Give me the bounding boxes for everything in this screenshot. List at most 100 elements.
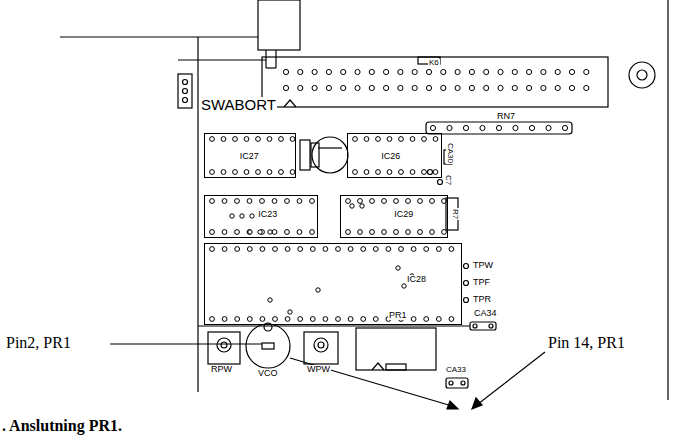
pin-pad: [373, 317, 378, 322]
pin-pad: [310, 317, 315, 322]
pin-pad: [310, 247, 315, 252]
pin-pad: [235, 199, 240, 204]
pin-pad: [370, 230, 375, 235]
pin-pad: [323, 247, 328, 252]
pin-pad: [273, 317, 278, 322]
pin-pad: [256, 137, 261, 142]
pin-pad: [250, 214, 254, 218]
pin-pad: [310, 199, 315, 204]
pin-pad: [348, 317, 353, 322]
pin-pad: [512, 85, 517, 90]
pin-pad: [353, 170, 358, 175]
pin-pad: [455, 85, 460, 90]
pin-pad: [222, 230, 227, 235]
pin-pad: [555, 69, 560, 74]
pin-pad: [210, 247, 215, 252]
ic-label: IC29: [393, 210, 414, 219]
pin-pad: [323, 317, 328, 322]
pin-pad: [298, 69, 303, 74]
pin-pad: [430, 230, 435, 235]
pin-pad: [355, 85, 360, 90]
pin-pad: [484, 69, 489, 74]
pin-pad: [424, 317, 429, 322]
pin-pad: [498, 69, 503, 74]
pin-pad: [512, 69, 517, 74]
pin-pad: [527, 69, 532, 74]
leader-lines: [110, 344, 545, 409]
pin-pad: [418, 199, 423, 204]
pin-pad: [235, 230, 240, 235]
pin-pad: [449, 247, 454, 252]
pin-pad: [384, 85, 389, 90]
ic-outline: IC29: [340, 195, 448, 238]
pin-pad: [394, 230, 399, 235]
silkscreen-label: C7: [444, 174, 452, 186]
ic-outline: IC28: [204, 243, 462, 325]
pin-pad: [433, 170, 438, 175]
pin-pad: [387, 137, 392, 142]
pin-pad: [298, 247, 303, 252]
pin-pad: [240, 214, 244, 218]
pin-pad: [244, 137, 249, 142]
pin-pad: [221, 137, 226, 142]
pin-pad: [569, 85, 574, 90]
pin-pad: [376, 170, 381, 175]
pin-pad: [248, 230, 252, 234]
pin-pad: [529, 125, 534, 130]
pin-pad: [235, 247, 240, 252]
pin-pad: [298, 317, 303, 322]
pin-pad: [247, 317, 252, 322]
pin-pad: [222, 247, 227, 252]
pin-pad: [210, 137, 215, 142]
pin-pad: [433, 137, 438, 142]
pin-pad: [386, 247, 391, 252]
pin-pad: [496, 125, 501, 130]
pin-pad: [364, 170, 369, 175]
pin-pad: [360, 204, 364, 208]
pin-pad: [370, 199, 375, 204]
pin-pad: [422, 137, 427, 142]
pin-pad: [258, 230, 262, 234]
silkscreen-label: R7: [451, 208, 459, 220]
pin-pad: [382, 230, 387, 235]
pin-pad: [267, 170, 272, 175]
pin-pad: [260, 317, 265, 322]
pin-pad: [469, 85, 474, 90]
pin-pad: [310, 230, 315, 235]
pin-pad: [411, 247, 416, 252]
pin-pad: [260, 199, 265, 204]
k6-connector: [262, 57, 608, 107]
pin-pad: [430, 125, 435, 130]
silkscreen-label: TPF: [472, 278, 491, 287]
pin-pad: [387, 170, 392, 175]
pin-pad: [441, 85, 446, 90]
pin-pad: [398, 69, 403, 74]
pin-pad: [369, 69, 374, 74]
pin-pad: [273, 247, 278, 252]
pin-pad: [546, 125, 551, 130]
pin-pad: [449, 317, 454, 322]
pin-pad: [422, 170, 427, 175]
pin-pad: [399, 170, 404, 175]
ic-label: IC23: [257, 210, 278, 219]
pin-pad: [341, 85, 346, 90]
pin-pad: [288, 310, 292, 314]
pin-pad: [436, 317, 441, 322]
pin-pad: [221, 170, 226, 175]
silkscreen-label: VCO: [257, 369, 279, 378]
pin-pad: [369, 85, 374, 90]
pin-pad: [584, 85, 589, 90]
pin-pad: [469, 69, 474, 74]
pin-pad: [279, 137, 284, 142]
pin-pad: [411, 317, 416, 322]
pin-pad: [285, 247, 290, 252]
pin-pad: [562, 125, 567, 130]
pin-pad: [290, 170, 295, 175]
pin-pad: [455, 69, 460, 74]
silkscreen-label: PR1: [388, 311, 408, 320]
ic-label: IC27: [239, 152, 260, 161]
silkscreen-label: TPW: [472, 261, 494, 270]
pin-pad: [348, 247, 353, 252]
pin-pad: [402, 284, 406, 288]
